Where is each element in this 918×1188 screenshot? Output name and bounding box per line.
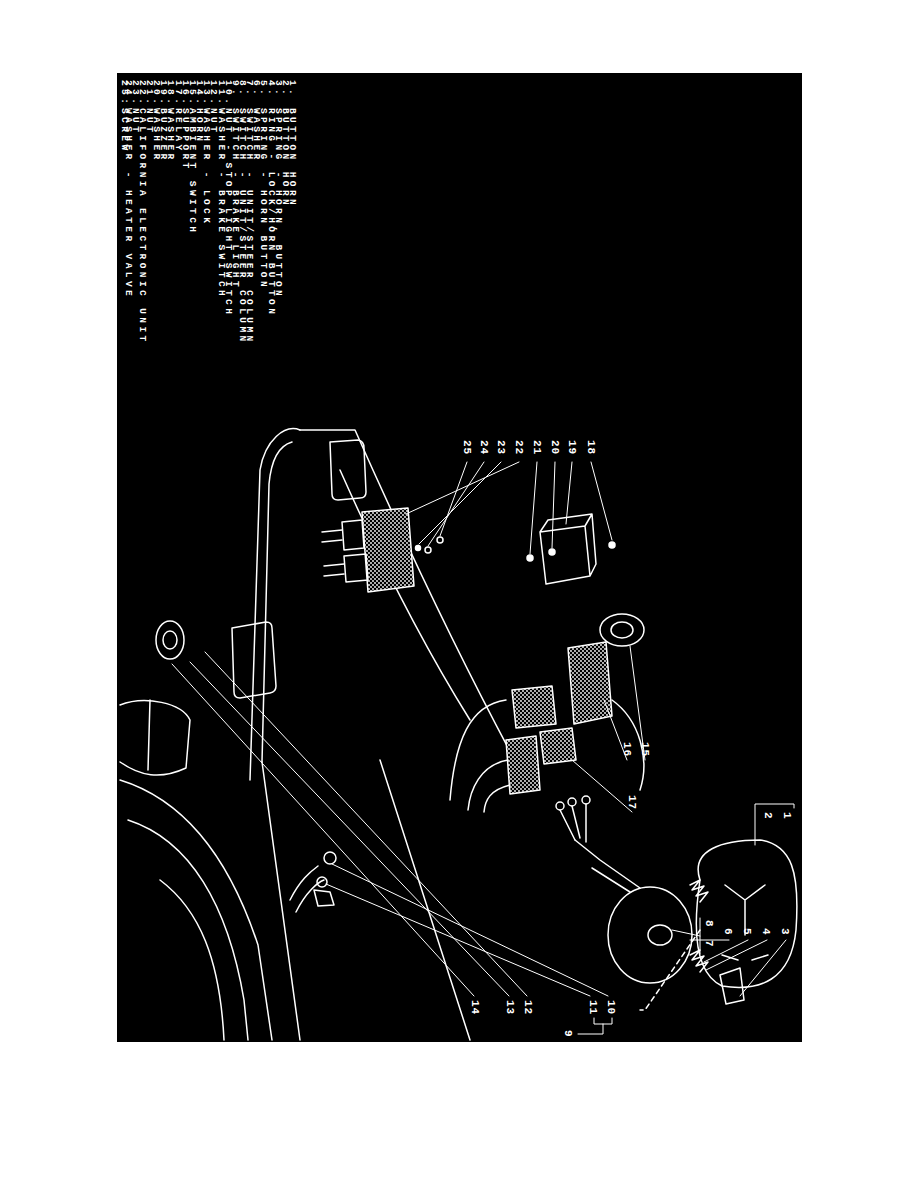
dashboard-edge: [262, 442, 292, 762]
nut: [324, 852, 336, 864]
callout-number: 1: [781, 812, 792, 820]
lock-ring: [648, 925, 672, 945]
callout-number: 15: [639, 742, 650, 757]
nut: [416, 546, 421, 551]
switch-stalk: [575, 840, 640, 892]
leader-line: [572, 646, 645, 812]
leader-line: [172, 652, 608, 996]
callout-number: 23: [495, 440, 506, 455]
bracket: [755, 804, 794, 845]
callout-number: 21: [531, 440, 542, 455]
dash-lower-edge: [380, 760, 470, 1040]
buzzer: [540, 514, 596, 584]
nut: [527, 555, 533, 561]
callout-number: 19: [566, 440, 577, 455]
part-number: 25.: [119, 80, 129, 107]
callout-number: 5: [741, 928, 752, 936]
horn-pad: [696, 840, 797, 987]
callout-number: 17: [626, 795, 637, 810]
washer: [549, 549, 555, 555]
callout-number: 24: [478, 440, 489, 455]
washer: [317, 877, 327, 887]
control-knob: [156, 621, 184, 659]
callout-number: 7: [703, 940, 714, 948]
dash-strut: [120, 701, 190, 775]
callout-number: 18: [585, 440, 596, 455]
callout-number: 4: [760, 928, 771, 936]
callout-number: 8: [703, 920, 714, 928]
callout-number: 16: [621, 742, 632, 757]
callout-number: 13: [504, 1000, 515, 1015]
callout-number: 14: [469, 1000, 480, 1015]
screw: [437, 537, 443, 543]
dash-strut: [148, 700, 150, 770]
wire: [450, 700, 510, 812]
relay: [506, 736, 540, 794]
connector: [342, 520, 368, 582]
control-knob: [163, 631, 177, 649]
electronic-unit: [362, 508, 414, 592]
horn-symbol: [725, 885, 765, 935]
bracket: [578, 1018, 612, 1034]
callout-number: 2: [762, 812, 773, 820]
relay: [540, 728, 576, 764]
callout-number: 22: [513, 440, 524, 455]
washer: [609, 542, 615, 548]
wire: [290, 866, 324, 912]
dashboard-edge: [300, 430, 520, 770]
switch-body: [314, 890, 334, 906]
wire-terminal: [582, 796, 590, 804]
part-name: WASHER - BRAKE SWITCH: [216, 108, 226, 299]
callout-number: 11: [587, 1000, 598, 1015]
support-bracket: [568, 642, 612, 724]
leader-line: [406, 462, 612, 554]
callout-number: 6: [722, 928, 733, 936]
air-vent: [330, 440, 366, 500]
wire-terminal: [568, 798, 576, 806]
wire: [322, 530, 344, 576]
washer: [425, 547, 431, 553]
wire-terminal: [556, 802, 564, 810]
leader-line: [690, 940, 786, 996]
ambient-switch: [611, 622, 633, 638]
bracket: [672, 918, 700, 954]
part-name: SCREW: [119, 108, 129, 154]
assembly-dashes: [640, 930, 700, 1010]
part-name: CALIFORNIA ELECTRONIC UNIT: [137, 108, 147, 345]
callout-number: 25: [461, 440, 472, 455]
ambient-switch: [600, 614, 644, 646]
wire: [560, 804, 586, 842]
steering-shroud: [120, 780, 272, 1040]
callout-number: 10: [605, 1000, 616, 1015]
dash-lower-edge: [262, 762, 300, 1040]
relay: [512, 686, 556, 728]
callout-number: 12: [522, 1000, 533, 1015]
air-vent: [232, 622, 276, 698]
callout-number: 9: [562, 1030, 573, 1038]
callout-number: 3: [779, 928, 790, 936]
column-switch: [608, 887, 692, 983]
steering-shroud: [160, 880, 224, 1040]
callout-number: 20: [549, 440, 560, 455]
steering-shroud: [128, 820, 248, 1040]
